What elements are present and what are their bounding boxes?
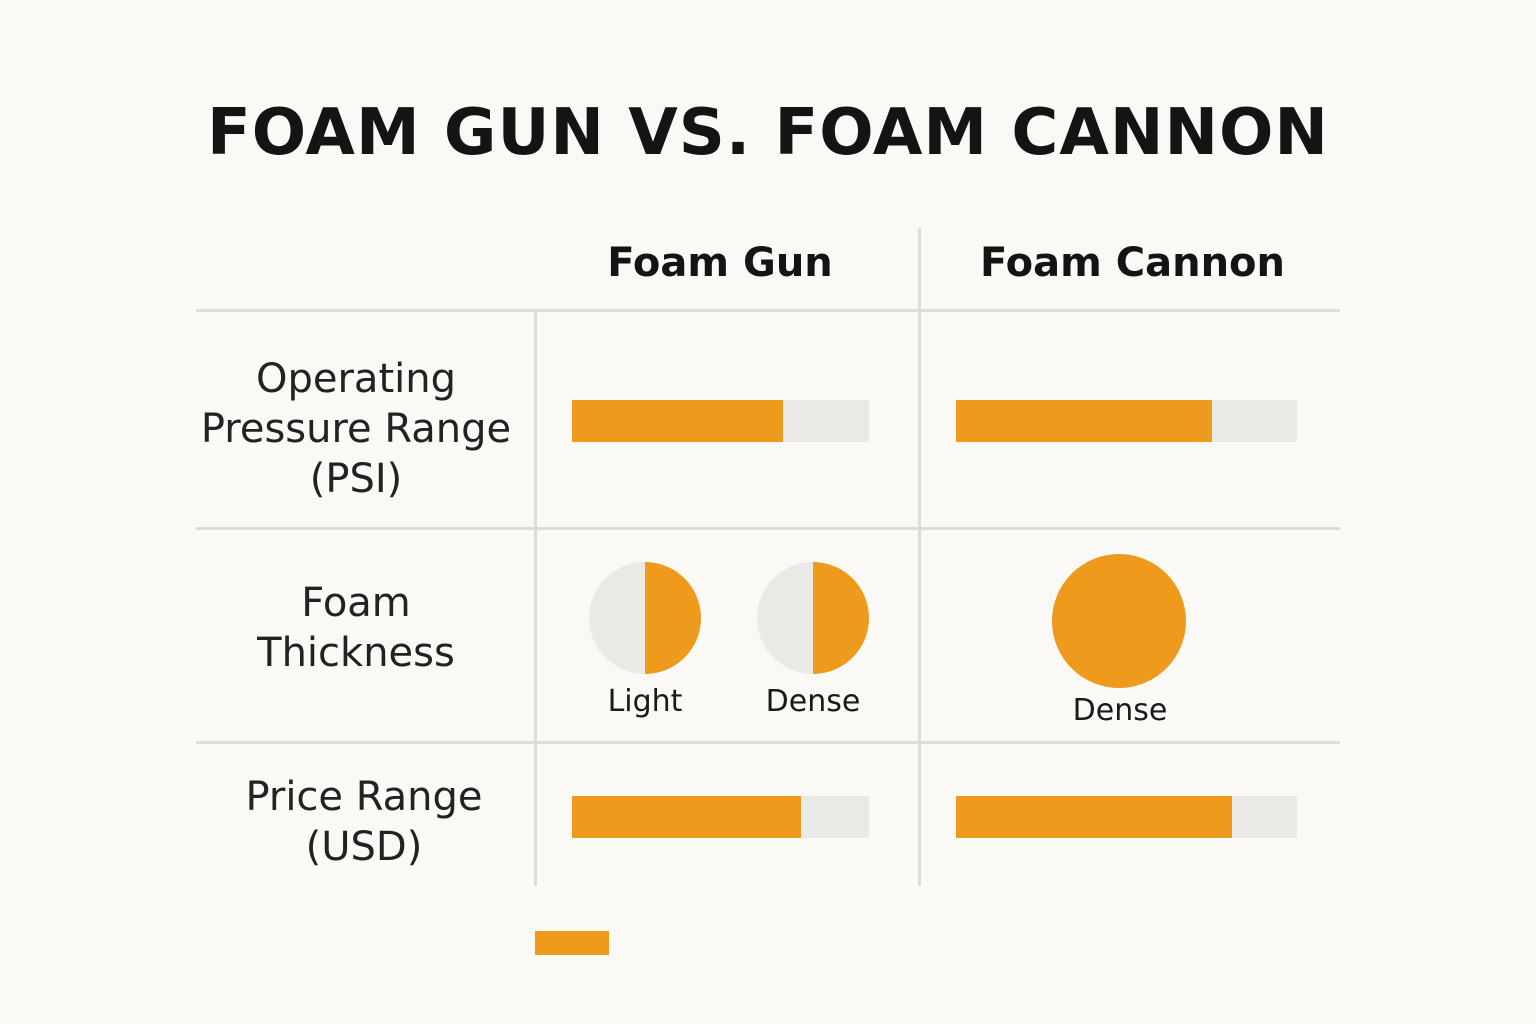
row-label-thickness-line-2: Thickness: [257, 630, 455, 676]
column-header-foam-cannon: Foam Cannon: [979, 240, 1286, 286]
price-bar-foam-cannon-fill: [956, 796, 1233, 838]
row-label-pressure-line-3: (PSI): [309, 456, 403, 502]
pressure-bar-foam-gun: [572, 400, 869, 442]
row-label-thickness-line-1: Foam: [301, 580, 411, 626]
row-label-thickness: Foam Thickness: [196, 578, 516, 678]
row-divider-1: [196, 527, 1340, 530]
column-divider-1: [534, 312, 537, 886]
pressure-bar-foam-cannon-fill: [956, 400, 1212, 442]
header-divider: [196, 309, 1340, 312]
row-label-price-line-1: Price Range: [245, 774, 483, 820]
row-label-price-line-2: (USD): [305, 824, 423, 870]
foam-cannon-dense-label: Dense: [1072, 693, 1168, 728]
foam-cannon-dense-circle-fill: [1052, 554, 1186, 688]
chart-title: FOAM GUN VS. FOAM CANNON: [207, 96, 1329, 170]
foam-gun-dense-circle-fill: [813, 562, 869, 674]
row-label-price: Price Range (USD): [196, 772, 532, 872]
column-divider-2: [918, 228, 921, 886]
pressure-bar-foam-cannon: [956, 400, 1297, 442]
column-header-foam-gun: Foam Gun: [607, 240, 833, 286]
legend-swatch: [535, 931, 609, 955]
price-bar-foam-gun-fill: [572, 796, 801, 838]
foam-gun-light-circle: [589, 562, 701, 674]
foam-gun-light-label: Light: [607, 684, 683, 719]
price-bar-foam-cannon: [956, 796, 1297, 838]
row-label-pressure: Operating Pressure Range (PSI): [196, 354, 516, 504]
price-bar-foam-gun: [572, 796, 869, 838]
foam-gun-light-circle-fill: [645, 562, 701, 674]
foam-gun-dense-circle: [757, 562, 869, 674]
row-label-pressure-line-1: Operating: [256, 356, 456, 402]
row-label-pressure-line-2: Pressure Range: [200, 406, 512, 452]
row-divider-2: [196, 741, 1340, 744]
pressure-bar-foam-gun-fill: [572, 400, 783, 442]
foam-gun-dense-label: Dense: [765, 684, 861, 719]
foam-cannon-dense-circle: [1052, 554, 1186, 688]
